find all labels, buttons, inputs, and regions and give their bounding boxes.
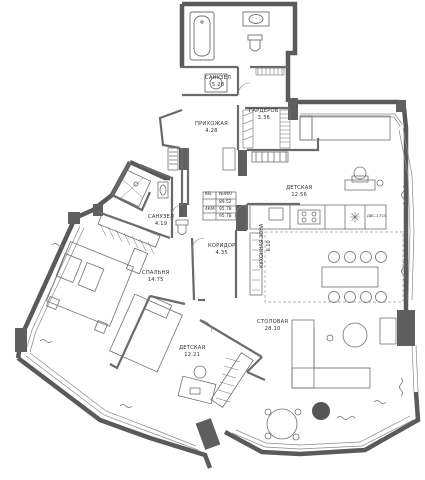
- bedroom-furniture: [45, 212, 161, 335]
- washer: [204, 73, 228, 93]
- room-name: САНУЗЕЛ: [205, 75, 232, 81]
- spec-value: 95.78: [219, 206, 232, 212]
- room-label-detskaya-1: ДЕТСКАЯ 12.56: [286, 185, 312, 199]
- room-area: 4.28: [205, 128, 218, 135]
- dining-table: [321, 266, 379, 288]
- appliance-label: ДВС-1-TCS: [367, 214, 387, 218]
- spec-value: 89.52: [219, 199, 232, 205]
- desk-2: [177, 375, 217, 405]
- wardrobe-shelves: [242, 67, 291, 149]
- washbasin-1: [242, 11, 270, 27]
- round-table: [342, 322, 368, 348]
- room-area: 12.56: [291, 192, 308, 199]
- room-area: 12.21: [184, 352, 201, 359]
- room-area: 4.35: [215, 250, 228, 257]
- kitchen-zone-outline: [264, 231, 404, 303]
- toilet-2: [175, 219, 189, 226]
- desk-1: [344, 179, 376, 191]
- room-area: 6.10: [265, 240, 272, 252]
- sofa: [291, 319, 315, 389]
- room-name: САНУЗЕЛ: [148, 214, 175, 220]
- room-label-sanuzel-1: САНУЗЕЛ 5.28: [205, 75, 231, 89]
- spec-value: 95.78: [219, 213, 232, 219]
- child-room-2-furniture: [109, 293, 254, 408]
- room-area: 3.36: [257, 115, 270, 122]
- room-label-prikhozhaya: ПРИХОЖАЯ 4.28: [195, 121, 228, 135]
- spec-value: №460: [219, 192, 232, 198]
- door-swings: [171, 82, 251, 333]
- room-label-stolovaya: СТОЛОВАЯ 28.10: [257, 319, 288, 333]
- room-name: ПРИХОЖАЯ: [195, 121, 228, 127]
- spec-row: 89.52: [205, 199, 237, 206]
- bathtub: [189, 11, 215, 61]
- child-room-1-furniture: [251, 115, 391, 191]
- window-glazing: [25, 113, 419, 451]
- room-label-spalnya: СПАЛЬНЯ 14.75: [142, 270, 169, 284]
- spec-key: 4КМ: [205, 206, 215, 212]
- kitchen-units: [249, 204, 387, 296]
- bed-1: [299, 115, 391, 141]
- room-name: КУХОННАЯ ЗОНА: [259, 223, 265, 268]
- bed-2: [109, 293, 183, 373]
- room-name: ГАРДЕРОБ: [249, 108, 279, 114]
- room-label-garderob: ГАРДЕРОБ 3.36: [249, 108, 279, 122]
- shower: [112, 168, 152, 208]
- round-table-2: [266, 408, 298, 440]
- hallway-fixtures: [167, 147, 237, 221]
- room-label-sanuzel-2: САНУЗЕЛ 4.19: [148, 214, 174, 228]
- double-bed: [45, 241, 135, 327]
- room-name: КОРИДОР: [208, 243, 236, 249]
- spec-row: 4КМ 95.78: [205, 206, 237, 213]
- room-name: СТОЛОВАЯ: [257, 319, 289, 325]
- room-label-detskaya-2: ДЕТСКАЯ 12.21: [179, 345, 205, 359]
- room-label-kukhonnaya-zona: КУХОННАЯ ЗОНА 6.10: [259, 224, 272, 268]
- dining-furniture: [264, 251, 397, 441]
- kitchen-counter: [249, 204, 387, 230]
- room-area: 5.28: [211, 82, 225, 89]
- wardrobe-child: [210, 352, 254, 408]
- bathroom-2-fixtures: [112, 168, 189, 235]
- room-name: ДЕТСКАЯ: [286, 185, 313, 191]
- room-name: ДЕТСКАЯ: [179, 345, 206, 351]
- spec-key: КВ.: [205, 192, 213, 198]
- room-area: 14.75: [147, 277, 164, 284]
- room-area: 4.19: [154, 221, 168, 228]
- armchair: [312, 402, 330, 420]
- washbasin-2: [157, 181, 169, 199]
- columns: [15, 98, 415, 450]
- curtain-marks: [39, 185, 405, 420]
- bathroom-1-fixtures: [189, 11, 270, 93]
- room-area: 28.10: [264, 326, 281, 333]
- wardrobe-bedroom: [97, 212, 161, 248]
- room-label-koridor: КОРИДОР 4.35: [208, 243, 235, 257]
- room-name: СПАЛЬНЯ: [142, 270, 170, 276]
- spec-row: КВ. №460: [205, 192, 237, 199]
- spec-row: 95.78: [205, 214, 237, 221]
- apartment-spec-table: КВ. №460 89.52 4КМ 95.78 95.78: [205, 192, 237, 221]
- toilet-1: [247, 34, 263, 41]
